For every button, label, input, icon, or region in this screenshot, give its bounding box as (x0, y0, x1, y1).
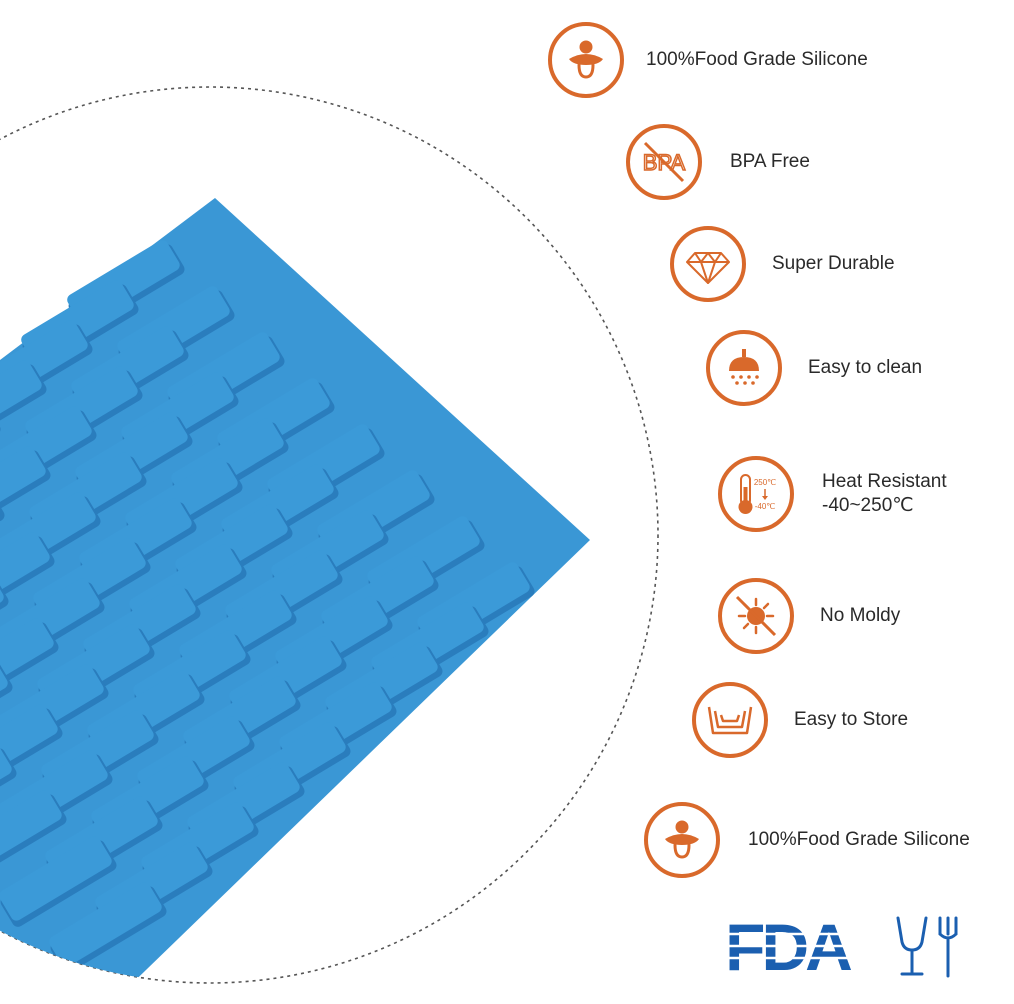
mold-cavities (0, 240, 535, 973)
pacifier-icon (548, 22, 624, 98)
heat-top-text: 250℃ (754, 478, 776, 487)
feature-easy-store: Easy to Store (692, 682, 908, 758)
mold-cavity (0, 446, 51, 537)
heat-bottom-text: -40℃ (755, 502, 776, 511)
bpa-free-icon: BPA (626, 124, 702, 200)
mold-cavity (0, 360, 47, 451)
mold-cavity (0, 836, 117, 927)
mold-cavity (49, 882, 167, 973)
mold-cavity (0, 790, 67, 881)
mold-cavity (0, 704, 63, 795)
feature-label: 100%Food Grade Silicone (646, 49, 868, 70)
mold-cavity (0, 532, 55, 623)
pacifier-icon (644, 802, 720, 878)
stacked-trays-icon (692, 682, 768, 758)
feature-bpa-free: BPA BPA Free (626, 124, 810, 200)
fda-logo: FDA (712, 912, 862, 980)
mold-cavity (0, 618, 59, 709)
feature-easy-clean: Easy to clean (706, 330, 922, 406)
feature-label: Easy to Store (794, 709, 909, 730)
feature-label: Easy to clean (808, 357, 923, 378)
no-mold-icon (718, 578, 794, 654)
heat-sublabel: -40~250℃ (822, 495, 914, 516)
feature-label: Super Durable (772, 253, 895, 274)
feature-food-grade: 100%Food Grade Silicone (548, 22, 868, 98)
feature-label: 100%Food Grade Silicone (748, 829, 970, 850)
feature-label: BPA Free (730, 151, 810, 172)
feature-label: No Moldy (820, 605, 901, 626)
feature-label: Heat Resistant -40~250℃ (822, 470, 947, 518)
shower-icon (706, 330, 782, 406)
feature-heat-resistant: 250℃ -40℃ Heat Resistant -40~250℃ (718, 456, 947, 532)
heat-label: Heat Resistant (822, 471, 947, 492)
cup-fork-icon (896, 916, 958, 978)
diamond-icon (670, 226, 746, 302)
feature-durable: Super Durable (670, 226, 895, 302)
feature-food-grade-2: 100%Food Grade Silicone (644, 802, 970, 878)
dashed-circle (0, 86, 659, 984)
thermometer-icon: 250℃ -40℃ (718, 456, 794, 532)
feature-no-moldy: No Moldy (718, 578, 900, 654)
